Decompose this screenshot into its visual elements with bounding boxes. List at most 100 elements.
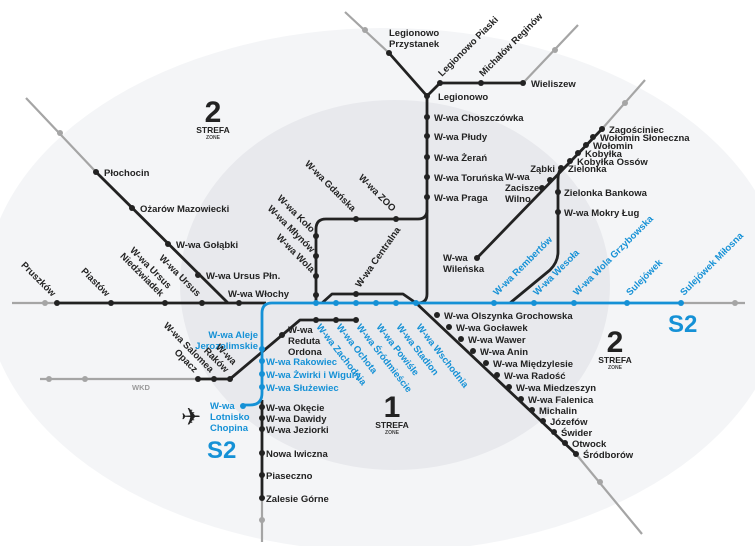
station-label[interactable]: Michalin bbox=[539, 406, 577, 417]
station-dot[interactable] bbox=[424, 154, 430, 160]
station-label[interactable]: W-wa Toruńska bbox=[434, 173, 504, 184]
station-dot[interactable] bbox=[571, 300, 577, 306]
station-dot[interactable] bbox=[93, 169, 99, 175]
station-dot[interactable] bbox=[562, 440, 568, 446]
station-dot[interactable] bbox=[195, 272, 201, 278]
station-dot[interactable] bbox=[386, 50, 392, 56]
station-label[interactable]: W-wa Włochy bbox=[228, 289, 290, 300]
station-dot[interactable] bbox=[567, 158, 573, 164]
station-label[interactable]: W-wa Jeziorki bbox=[266, 425, 329, 436]
station-label[interactable]: Płochocin bbox=[104, 168, 150, 179]
station-label[interactable]: W-wa Płudy bbox=[434, 132, 488, 143]
station-label[interactable]: Wieliszew bbox=[531, 79, 576, 90]
station-label[interactable]: W-wa Międzylesie bbox=[493, 359, 573, 370]
station-dot[interactable] bbox=[446, 324, 452, 330]
station-label[interactable]: W-wa Mokry Ług bbox=[564, 208, 639, 219]
station-dot[interactable] bbox=[162, 300, 168, 306]
station-dot[interactable] bbox=[259, 346, 265, 352]
station-dot[interactable] bbox=[236, 300, 242, 306]
station-dot[interactable] bbox=[373, 300, 379, 306]
station-label[interactable]: Wołomin bbox=[593, 141, 633, 152]
station-dot[interactable] bbox=[259, 384, 265, 390]
station-dot[interactable] bbox=[551, 429, 557, 435]
station-dot[interactable] bbox=[494, 372, 500, 378]
station-dot[interactable] bbox=[470, 348, 476, 354]
station-label[interactable]: Wołomin Słoneczna bbox=[600, 133, 690, 144]
station-label[interactable]: W-wa Służewiec bbox=[266, 383, 339, 394]
station-dot[interactable] bbox=[195, 376, 201, 382]
station-label[interactable]: Ząbki bbox=[530, 164, 555, 175]
station-label[interactable]: Zielonka Bankowa bbox=[564, 188, 648, 199]
station-label[interactable]: W-wa Falenica bbox=[528, 395, 594, 406]
station-label[interactable]: Legionowo bbox=[438, 92, 488, 103]
station-label[interactable]: W-wa Rakowiec bbox=[266, 357, 337, 368]
station-dot[interactable] bbox=[434, 312, 440, 318]
station-dot[interactable] bbox=[506, 384, 512, 390]
station-label[interactable]: W-wa Żerań bbox=[434, 153, 487, 164]
station-dot[interactable] bbox=[259, 415, 265, 421]
station-dot[interactable] bbox=[678, 300, 684, 306]
station-dot[interactable] bbox=[558, 165, 564, 171]
station-dot[interactable] bbox=[478, 80, 484, 86]
station-label[interactable]: W-wa Wawer bbox=[468, 335, 526, 346]
station-label[interactable]: W-wa Radość bbox=[504, 371, 566, 382]
station-dot[interactable] bbox=[279, 332, 285, 338]
station-dot[interactable] bbox=[573, 451, 579, 457]
station-label[interactable]: Piaseczno bbox=[266, 471, 313, 482]
station-label[interactable]: Ożarów Mazowiecki bbox=[140, 204, 229, 215]
station-dot[interactable] bbox=[259, 472, 265, 478]
station-dot[interactable] bbox=[424, 114, 430, 120]
station-dot[interactable] bbox=[353, 291, 359, 297]
station-dot[interactable] bbox=[555, 189, 561, 195]
station-dot[interactable] bbox=[259, 495, 265, 501]
station-label[interactable]: W-wa Żwirki i Wigury bbox=[266, 370, 361, 381]
station-dot[interactable] bbox=[437, 80, 443, 86]
station-dot[interactable] bbox=[54, 300, 60, 306]
station-dot[interactable] bbox=[333, 300, 339, 306]
station-label[interactable]: W-wa Praga bbox=[434, 193, 488, 204]
station-dot[interactable] bbox=[240, 403, 246, 409]
station-dot[interactable] bbox=[583, 142, 589, 148]
station-label[interactable]: Zielonka bbox=[568, 164, 607, 175]
station-label[interactable]: W-wa Ursus Płn. bbox=[206, 271, 280, 282]
station-dot[interactable] bbox=[313, 273, 319, 279]
station-dot[interactable] bbox=[529, 407, 535, 413]
station-dot[interactable] bbox=[624, 300, 630, 306]
station-dot[interactable] bbox=[599, 126, 605, 132]
station-label[interactable]: Józefów bbox=[550, 417, 588, 428]
station-dot[interactable] bbox=[259, 426, 265, 432]
station-dot[interactable] bbox=[313, 300, 319, 306]
station-dot[interactable] bbox=[518, 396, 524, 402]
station-dot[interactable] bbox=[520, 80, 526, 86]
station-label[interactable]: Nowa Iwiczna bbox=[266, 449, 328, 460]
station-dot[interactable] bbox=[474, 255, 480, 261]
station-dot[interactable] bbox=[353, 216, 359, 222]
station-label[interactable]: Kobyłka bbox=[585, 149, 623, 160]
station-dot[interactable] bbox=[424, 174, 430, 180]
station-dot[interactable] bbox=[165, 241, 171, 247]
station-label[interactable]: W-wa Miedzeszyn bbox=[516, 383, 596, 394]
station-label[interactable]: Zagościniec bbox=[609, 125, 664, 136]
station-label[interactable]: W-wa Olszynka Grochowska bbox=[444, 311, 573, 322]
station-dot[interactable] bbox=[539, 185, 545, 191]
station-dot[interactable] bbox=[393, 216, 399, 222]
station-label[interactable]: W-wa Okęcie bbox=[266, 403, 324, 414]
station-label[interactable]: W-wa Gołąbki bbox=[176, 240, 238, 251]
station-dot[interactable] bbox=[108, 300, 114, 306]
station-dot[interactable] bbox=[575, 150, 581, 156]
station-dot[interactable] bbox=[458, 336, 464, 342]
station-label[interactable]: Kobyłka Ossów bbox=[577, 157, 648, 168]
station-dot[interactable] bbox=[227, 376, 233, 382]
station-dot[interactable] bbox=[483, 360, 489, 366]
station-dot[interactable] bbox=[129, 205, 135, 211]
station-dot[interactable] bbox=[353, 300, 359, 306]
station-label[interactable]: Zalesie Górne bbox=[266, 494, 329, 505]
station-dot[interactable] bbox=[424, 133, 430, 139]
station-dot[interactable] bbox=[313, 253, 319, 259]
station-label[interactable]: W-wa Gocławek bbox=[456, 323, 528, 334]
